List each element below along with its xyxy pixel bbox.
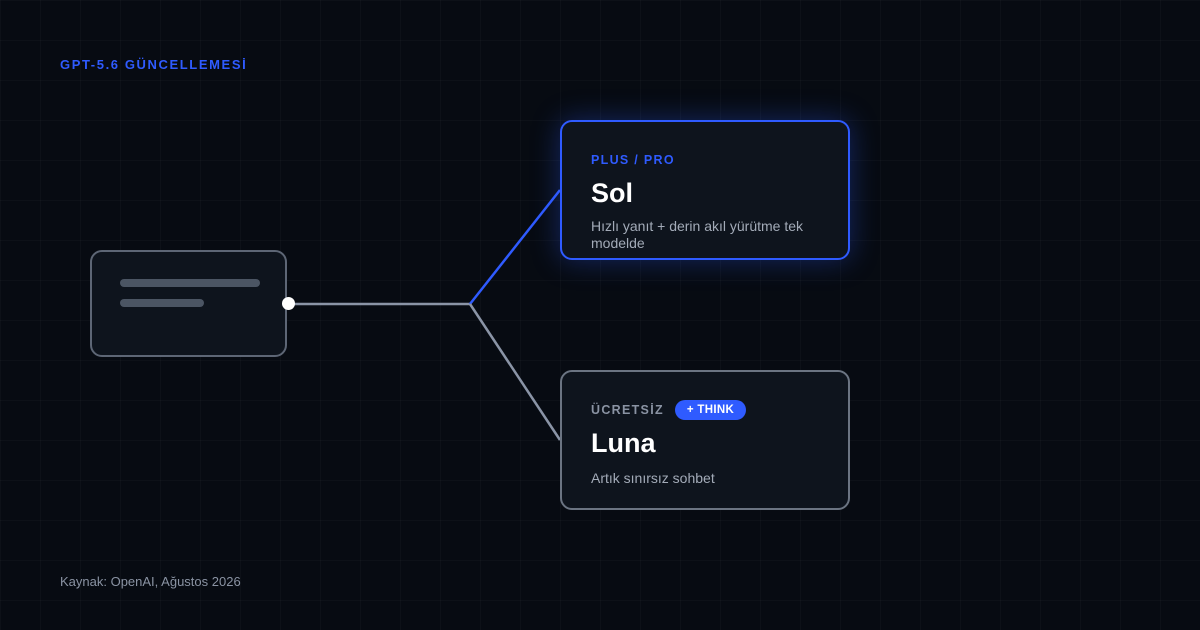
source-note: Kaynak: OpenAI, Ağustos 2026 [60, 574, 241, 589]
model-name: Sol [591, 178, 634, 208]
model-description: Artık sınırsız sohbet [591, 470, 715, 486]
model-card-sol: PLUS / PRO Sol Hızlı yanıt + derin akıl … [560, 120, 850, 260]
output-port-dot [282, 297, 295, 310]
placeholder-text-line [120, 279, 260, 287]
think-badge: + THINK [674, 400, 747, 420]
branch-line-luna [468, 303, 562, 441]
input-node [90, 250, 287, 357]
tier-row: PLUS / PRO [591, 150, 820, 170]
placeholder-text-line [120, 299, 204, 307]
model-name: Luna [591, 428, 656, 458]
eyebrow-title: GPT-5.6 GÜNCELLEMESİ [60, 57, 248, 72]
tier-label: ÜCRETSİZ [591, 403, 664, 417]
tier-row: ÜCRETSİZ + THINK [591, 400, 820, 420]
branch-line-sol [469, 189, 561, 305]
tier-label: PLUS / PRO [591, 153, 675, 167]
model-card-luna: ÜCRETSİZ + THINK Luna Artık sınırsız soh… [560, 370, 850, 510]
model-description: Hızlı yanıt + derin akıl yürütme tek mod… [591, 218, 804, 251]
